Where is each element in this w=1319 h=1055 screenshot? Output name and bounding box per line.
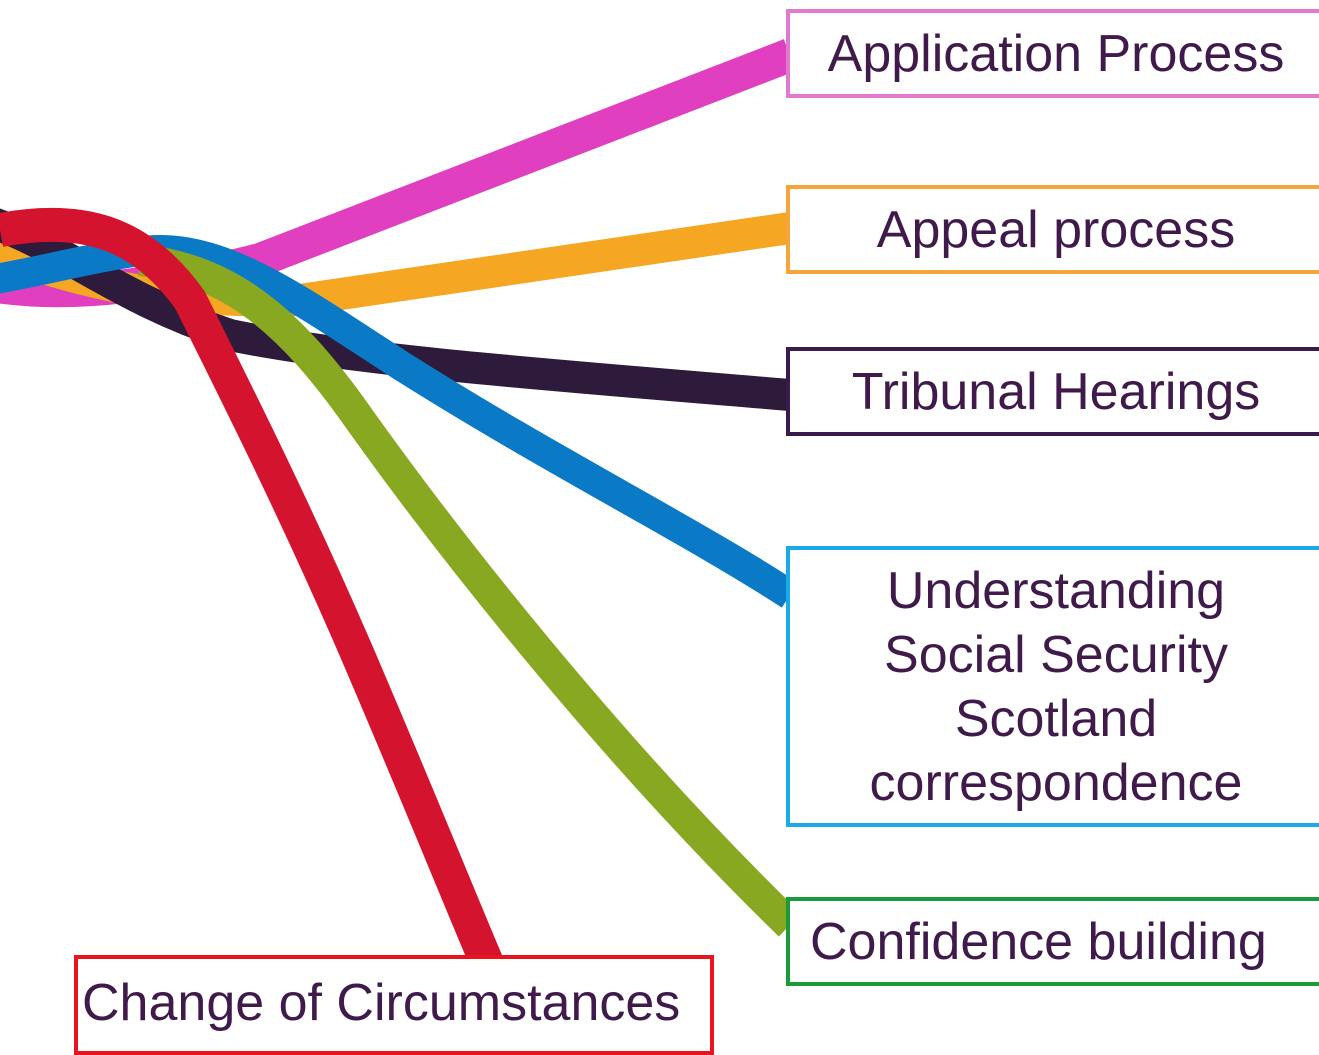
tribunal-hearings-label: Tribunal Hearings (851, 362, 1261, 421)
understanding-line-1: Understanding (886, 561, 1226, 620)
understanding-line-3: Scotland (954, 689, 1158, 748)
change-of-circumstances-box: Change of Circumstances (74, 955, 714, 1055)
confidence-building-box: Confidence building (786, 897, 1319, 986)
blue-ribbon (0, 234, 799, 608)
confidence-building-label: Confidence building (810, 912, 1267, 971)
tribunal-hearings-box: Tribunal Hearings (786, 347, 1319, 436)
application-process-label: Application Process (827, 24, 1285, 83)
understanding-correspondence-label: Understanding Social Security Scotland c… (796, 559, 1316, 815)
change-of-circumstances-label: Change of Circumstances (82, 974, 681, 1032)
appeal-process-box: Appeal process (786, 185, 1319, 274)
understanding-correspondence-box: Understanding Social Security Scotland c… (786, 546, 1319, 827)
red-ribbon (0, 207, 508, 982)
understanding-line-2: Social Security (884, 625, 1228, 684)
appeal-process-label: Appeal process (876, 200, 1236, 259)
understanding-line-4: correspondence (869, 753, 1243, 812)
application-process-box: Application Process (786, 9, 1319, 98)
green-ribbon (138, 244, 802, 937)
